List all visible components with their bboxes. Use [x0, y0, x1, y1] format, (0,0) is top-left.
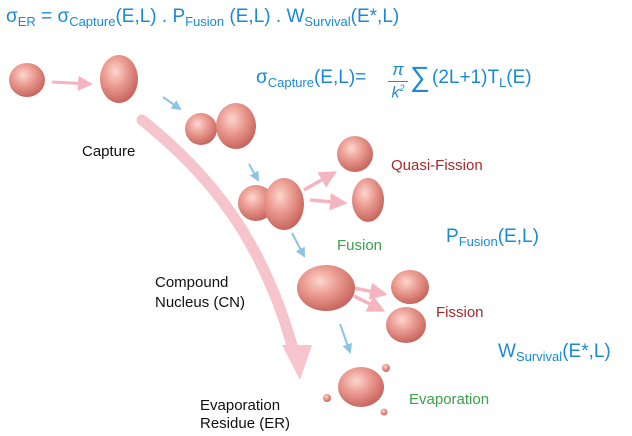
label-compound-line2: Nucleus (CN) [155, 294, 246, 311]
evaporation-residue [338, 367, 384, 407]
evaporated-particle-1 [382, 364, 390, 372]
quasi-fission-fragment-2 [352, 178, 384, 222]
fission-arrow-1 [353, 282, 388, 300]
evaporated-particle-3 [380, 408, 388, 416]
blue-arrow-1 [162, 96, 182, 111]
main-equation: σER = σCapture(E,L) . PFusion (E,L) . WS… [6, 6, 400, 29]
target-nucleus [100, 55, 138, 103]
blue-arrow-4 [339, 323, 353, 354]
compound-nucleus [297, 265, 355, 311]
blue-arrow-2 [248, 163, 259, 182]
contact-nucleus-large [264, 178, 304, 230]
evaporated-particle-2 [323, 394, 331, 402]
sum-symbol: ∑ [410, 61, 430, 92]
label-quasi-fission: Quasi-Fission [391, 157, 483, 174]
fission-arrow-2 [353, 294, 386, 312]
label-er-line2: Residue (ER) [200, 415, 291, 432]
main-path-arrowhead [282, 345, 312, 380]
capture-equation: σCapture(E,L)= [256, 67, 367, 90]
capture-fraction: π k2 [388, 60, 408, 102]
fission-fragment-2 [386, 307, 426, 343]
label-fusion: Fusion [337, 237, 383, 254]
dinuclear-small [185, 113, 217, 145]
transmission-term: (2L+1)TL(E) [432, 67, 532, 90]
label-er-line1: Evaporation [200, 397, 281, 414]
label-evaporation: Evaporation [409, 391, 490, 408]
projectile-arrow [51, 75, 93, 91]
p-fusion-formula: PFusion(E,L) [446, 226, 539, 249]
quasi-fission-fragment-1 [337, 136, 373, 172]
label-compound-line1: Compound [155, 274, 229, 291]
quasi-fission-arrow-1 [303, 171, 338, 192]
dinuclear-large [216, 103, 256, 149]
label-capture: Capture [82, 143, 136, 160]
fission-fragment-1 [391, 270, 429, 304]
blue-arrow-3 [291, 232, 305, 258]
w-survival-formula: WSurvival(E*,L) [498, 341, 611, 364]
main-path-arrow [136, 114, 302, 366]
projectile-nucleus [9, 63, 45, 97]
label-fission: Fission [436, 304, 484, 321]
quasi-fission-arrow-2 [309, 193, 348, 211]
